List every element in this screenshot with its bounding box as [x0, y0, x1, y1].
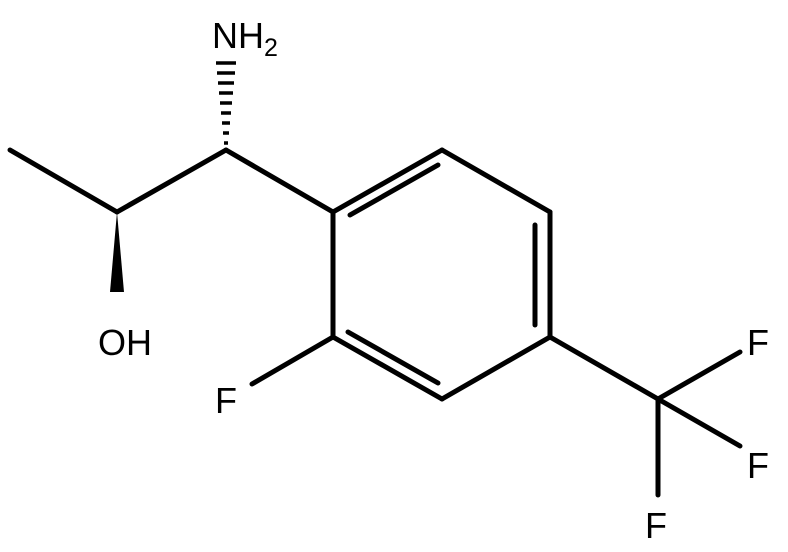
- hashed-bond-c1-nh2: [216, 61, 236, 145]
- bond-ring-fluorine: [249, 334, 336, 387]
- atom-label-fluoro-cf3-middle: F: [747, 445, 769, 486]
- bond-c1-ring: [223, 147, 336, 215]
- atom-label-fluoro-cf3-top: F: [747, 322, 769, 363]
- wedge-bond-c2-oh: [110, 212, 124, 292]
- bond-c2-c1: [114, 147, 229, 215]
- atom-label-hydroxyl: OH: [98, 322, 152, 363]
- atom-label-fluoro-cf3-bottom: F: [645, 505, 667, 546]
- bond-ring-1: [330, 147, 445, 215]
- bond-ring-double-1: [347, 162, 441, 218]
- bond-ring-2: [439, 147, 553, 215]
- bond-ring-cf3: [547, 334, 661, 402]
- bond-ring-5: [330, 334, 445, 402]
- atom-label-fluoro-ring: F: [215, 380, 237, 421]
- bond-cf3-f-middle: [655, 396, 743, 449]
- bonds: [7, 61, 743, 498]
- bond-methyl-c2: [7, 147, 120, 215]
- atom-label-amine: NH2: [212, 15, 278, 62]
- bond-ring-4: [439, 334, 553, 402]
- bond-ring-double-3: [345, 329, 441, 386]
- bond-cf3-f-top: [655, 349, 743, 402]
- atom-labels: NH2 OH F F F F: [98, 15, 769, 546]
